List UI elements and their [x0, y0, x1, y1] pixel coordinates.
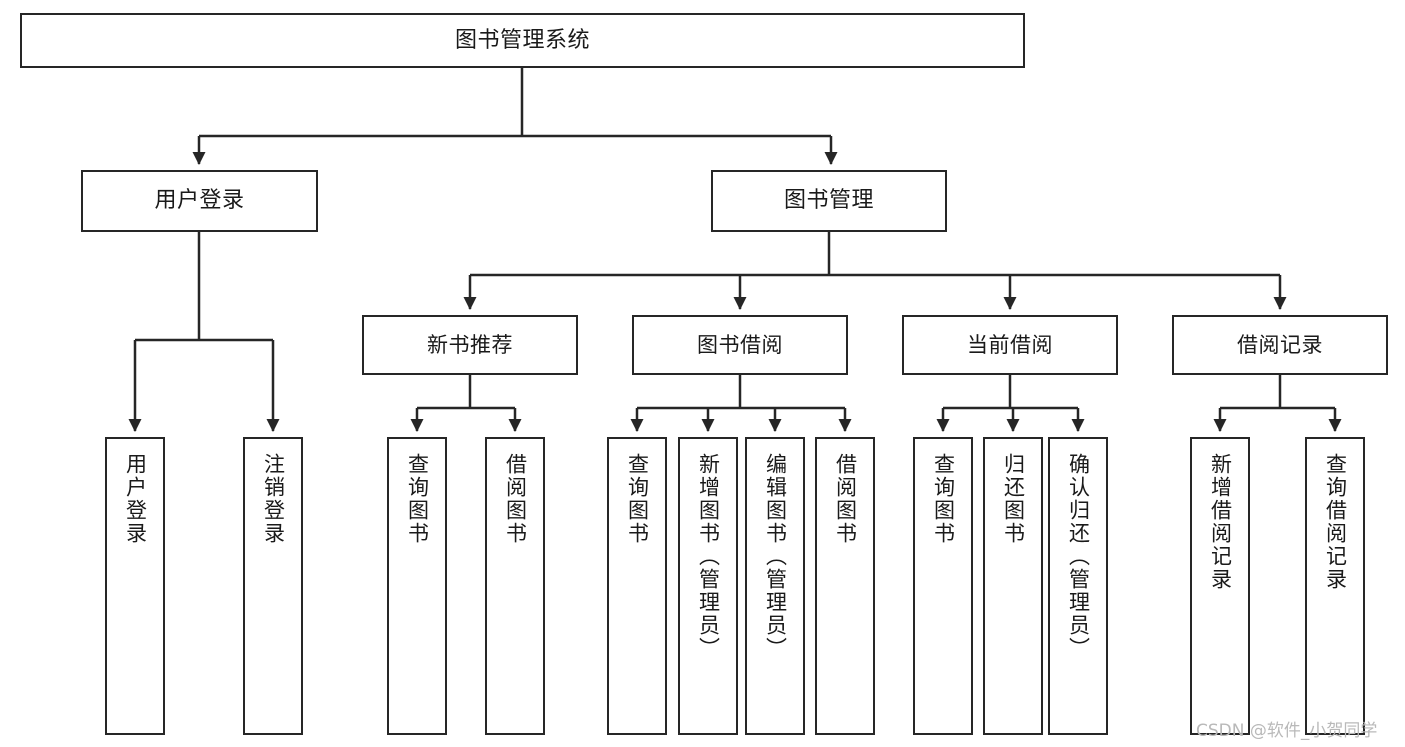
node-label: 查询图书: [405, 453, 430, 545]
node-label: 编辑图书（管理员）: [763, 453, 788, 660]
node-book-borrow[interactable]: 图书借阅: [632, 315, 848, 375]
node-leaf-borrow-book-2[interactable]: 借阅图书: [815, 437, 875, 735]
node-leaf-query-book-3[interactable]: 查询图书: [913, 437, 973, 735]
node-leaf-query-book-2[interactable]: 查询图书: [607, 437, 667, 735]
node-leaf-add-book[interactable]: 新增图书（管理员）: [678, 437, 738, 735]
node-label: 确认归还（管理员）: [1066, 453, 1091, 660]
node-label: 借阅记录: [1237, 332, 1323, 357]
node-label: 用户登录: [123, 453, 148, 545]
node-label: 图书管理: [783, 188, 874, 214]
node-label: 查询图书: [931, 453, 956, 545]
node-leaf-query-record[interactable]: 查询借阅记录: [1305, 437, 1365, 735]
node-new-book-rec[interactable]: 新书推荐: [362, 315, 578, 375]
node-leaf-add-record[interactable]: 新增借阅记录: [1190, 437, 1250, 735]
node-leaf-return-book[interactable]: 归还图书: [983, 437, 1043, 735]
node-label: 图书管理系统: [454, 27, 590, 53]
node-label: 借阅图书: [833, 453, 858, 545]
node-leaf-confirm-return[interactable]: 确认归还（管理员）: [1048, 437, 1108, 735]
node-leaf-borrow-book-1[interactable]: 借阅图书: [485, 437, 545, 735]
node-label: 注销登录: [261, 453, 286, 545]
node-label: 新增图书（管理员）: [696, 453, 721, 660]
node-label: 查询借阅记录: [1323, 453, 1348, 591]
node-label: 借阅图书: [503, 453, 528, 545]
node-current-borrow[interactable]: 当前借阅: [902, 315, 1118, 375]
node-label: 图书借阅: [697, 332, 783, 357]
node-label: 新增借阅记录: [1208, 453, 1233, 591]
node-label: 查询图书: [625, 453, 650, 545]
node-label: 当前借阅: [967, 332, 1053, 357]
node-leaf-user-logout[interactable]: 注销登录: [243, 437, 303, 735]
node-book-manage[interactable]: 图书管理: [711, 170, 947, 232]
node-leaf-edit-book[interactable]: 编辑图书（管理员）: [745, 437, 805, 735]
node-leaf-user-login[interactable]: 用户登录: [105, 437, 165, 735]
node-root-system[interactable]: 图书管理系统: [20, 13, 1025, 68]
node-label: 归还图书: [1001, 453, 1026, 545]
csdn-watermark: CSDN @软件_小贺同学: [1196, 721, 1378, 741]
node-borrow-record[interactable]: 借阅记录: [1172, 315, 1388, 375]
node-leaf-query-book-1[interactable]: 查询图书: [387, 437, 447, 735]
node-user-login[interactable]: 用户登录: [81, 170, 318, 232]
node-label: 用户登录: [154, 188, 245, 214]
node-label: 新书推荐: [427, 332, 513, 357]
